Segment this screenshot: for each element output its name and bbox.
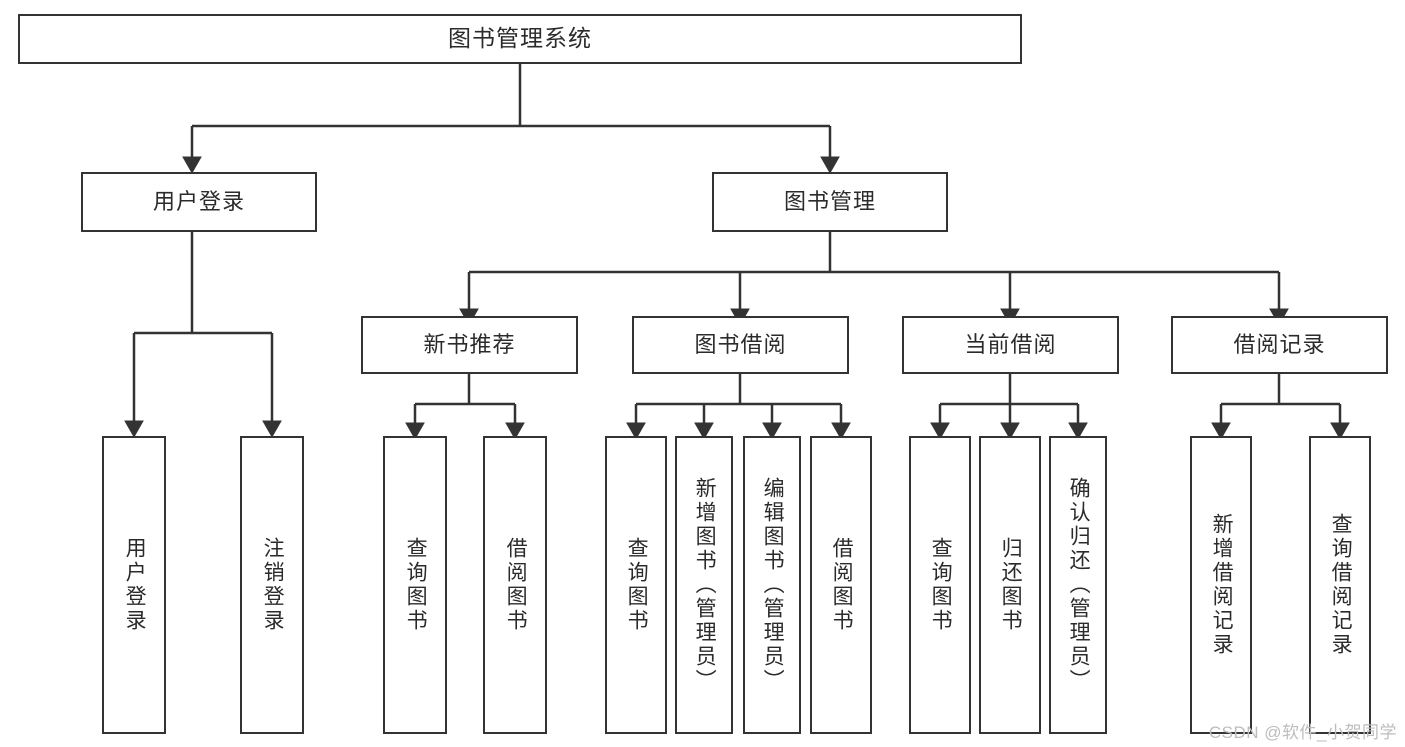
node-label: 编辑图书（管理员） bbox=[761, 477, 785, 693]
node-label: 查询图书 bbox=[625, 537, 649, 633]
leaf-user-logout[interactable]: 注销登录 bbox=[240, 436, 304, 734]
leaf-borrow-borrow-book[interactable]: 借阅图书 bbox=[810, 436, 872, 734]
node-current-borrow[interactable]: 当前借阅 bbox=[902, 316, 1119, 374]
node-label: 当前借阅 bbox=[964, 331, 1057, 357]
node-label: 注销登录 bbox=[261, 537, 285, 633]
node-label: 归还图书 bbox=[999, 537, 1023, 633]
leaf-recommend-borrow-book[interactable]: 借阅图书 bbox=[483, 436, 547, 734]
node-label: 借阅记录 bbox=[1233, 331, 1326, 357]
node-label: 确认归还（管理员） bbox=[1067, 477, 1091, 693]
node-borrow-record[interactable]: 借阅记录 bbox=[1171, 316, 1388, 374]
node-label: 图书管理 bbox=[783, 188, 876, 214]
node-label: 查询图书 bbox=[929, 537, 953, 633]
leaf-user-login-do[interactable]: 用户登录 bbox=[102, 436, 166, 734]
leaf-current-confirm-return-admin[interactable]: 确认归还（管理员） bbox=[1049, 436, 1107, 734]
node-label: 用户登录 bbox=[152, 188, 245, 214]
node-new-book-recommend[interactable]: 新书推荐 bbox=[361, 316, 578, 374]
node-label: 新增借阅记录 bbox=[1210, 513, 1234, 657]
leaf-borrow-edit-book-admin[interactable]: 编辑图书（管理员） bbox=[743, 436, 801, 734]
node-root-book-management-system[interactable]: 图书管理系统 bbox=[18, 14, 1022, 64]
node-label: 用户登录 bbox=[123, 537, 147, 633]
node-label: 图书管理系统 bbox=[448, 25, 592, 52]
node-label: 查询图书 bbox=[404, 537, 428, 633]
node-book-management[interactable]: 图书管理 bbox=[712, 172, 948, 232]
node-label: 新书推荐 bbox=[423, 331, 516, 357]
node-label: 查询借阅记录 bbox=[1329, 513, 1353, 657]
leaf-borrow-query-book[interactable]: 查询图书 bbox=[605, 436, 667, 734]
node-label: 图书借阅 bbox=[694, 331, 787, 357]
csdn-watermark: CSDN @软件_小贺同学 bbox=[1208, 723, 1397, 742]
node-label: 借阅图书 bbox=[830, 537, 854, 633]
leaf-recommend-query-book[interactable]: 查询图书 bbox=[383, 436, 447, 734]
node-user-login[interactable]: 用户登录 bbox=[81, 172, 317, 232]
node-label: 借阅图书 bbox=[504, 537, 528, 633]
leaf-record-add-borrow-record[interactable]: 新增借阅记录 bbox=[1190, 436, 1252, 734]
leaf-record-query-borrow-record[interactable]: 查询借阅记录 bbox=[1309, 436, 1371, 734]
leaf-current-query-book[interactable]: 查询图书 bbox=[909, 436, 971, 734]
node-book-borrow[interactable]: 图书借阅 bbox=[632, 316, 849, 374]
leaf-current-return-book[interactable]: 归还图书 bbox=[979, 436, 1041, 734]
node-label: 新增图书（管理员） bbox=[693, 477, 717, 693]
leaf-borrow-add-book-admin[interactable]: 新增图书（管理员） bbox=[675, 436, 733, 734]
